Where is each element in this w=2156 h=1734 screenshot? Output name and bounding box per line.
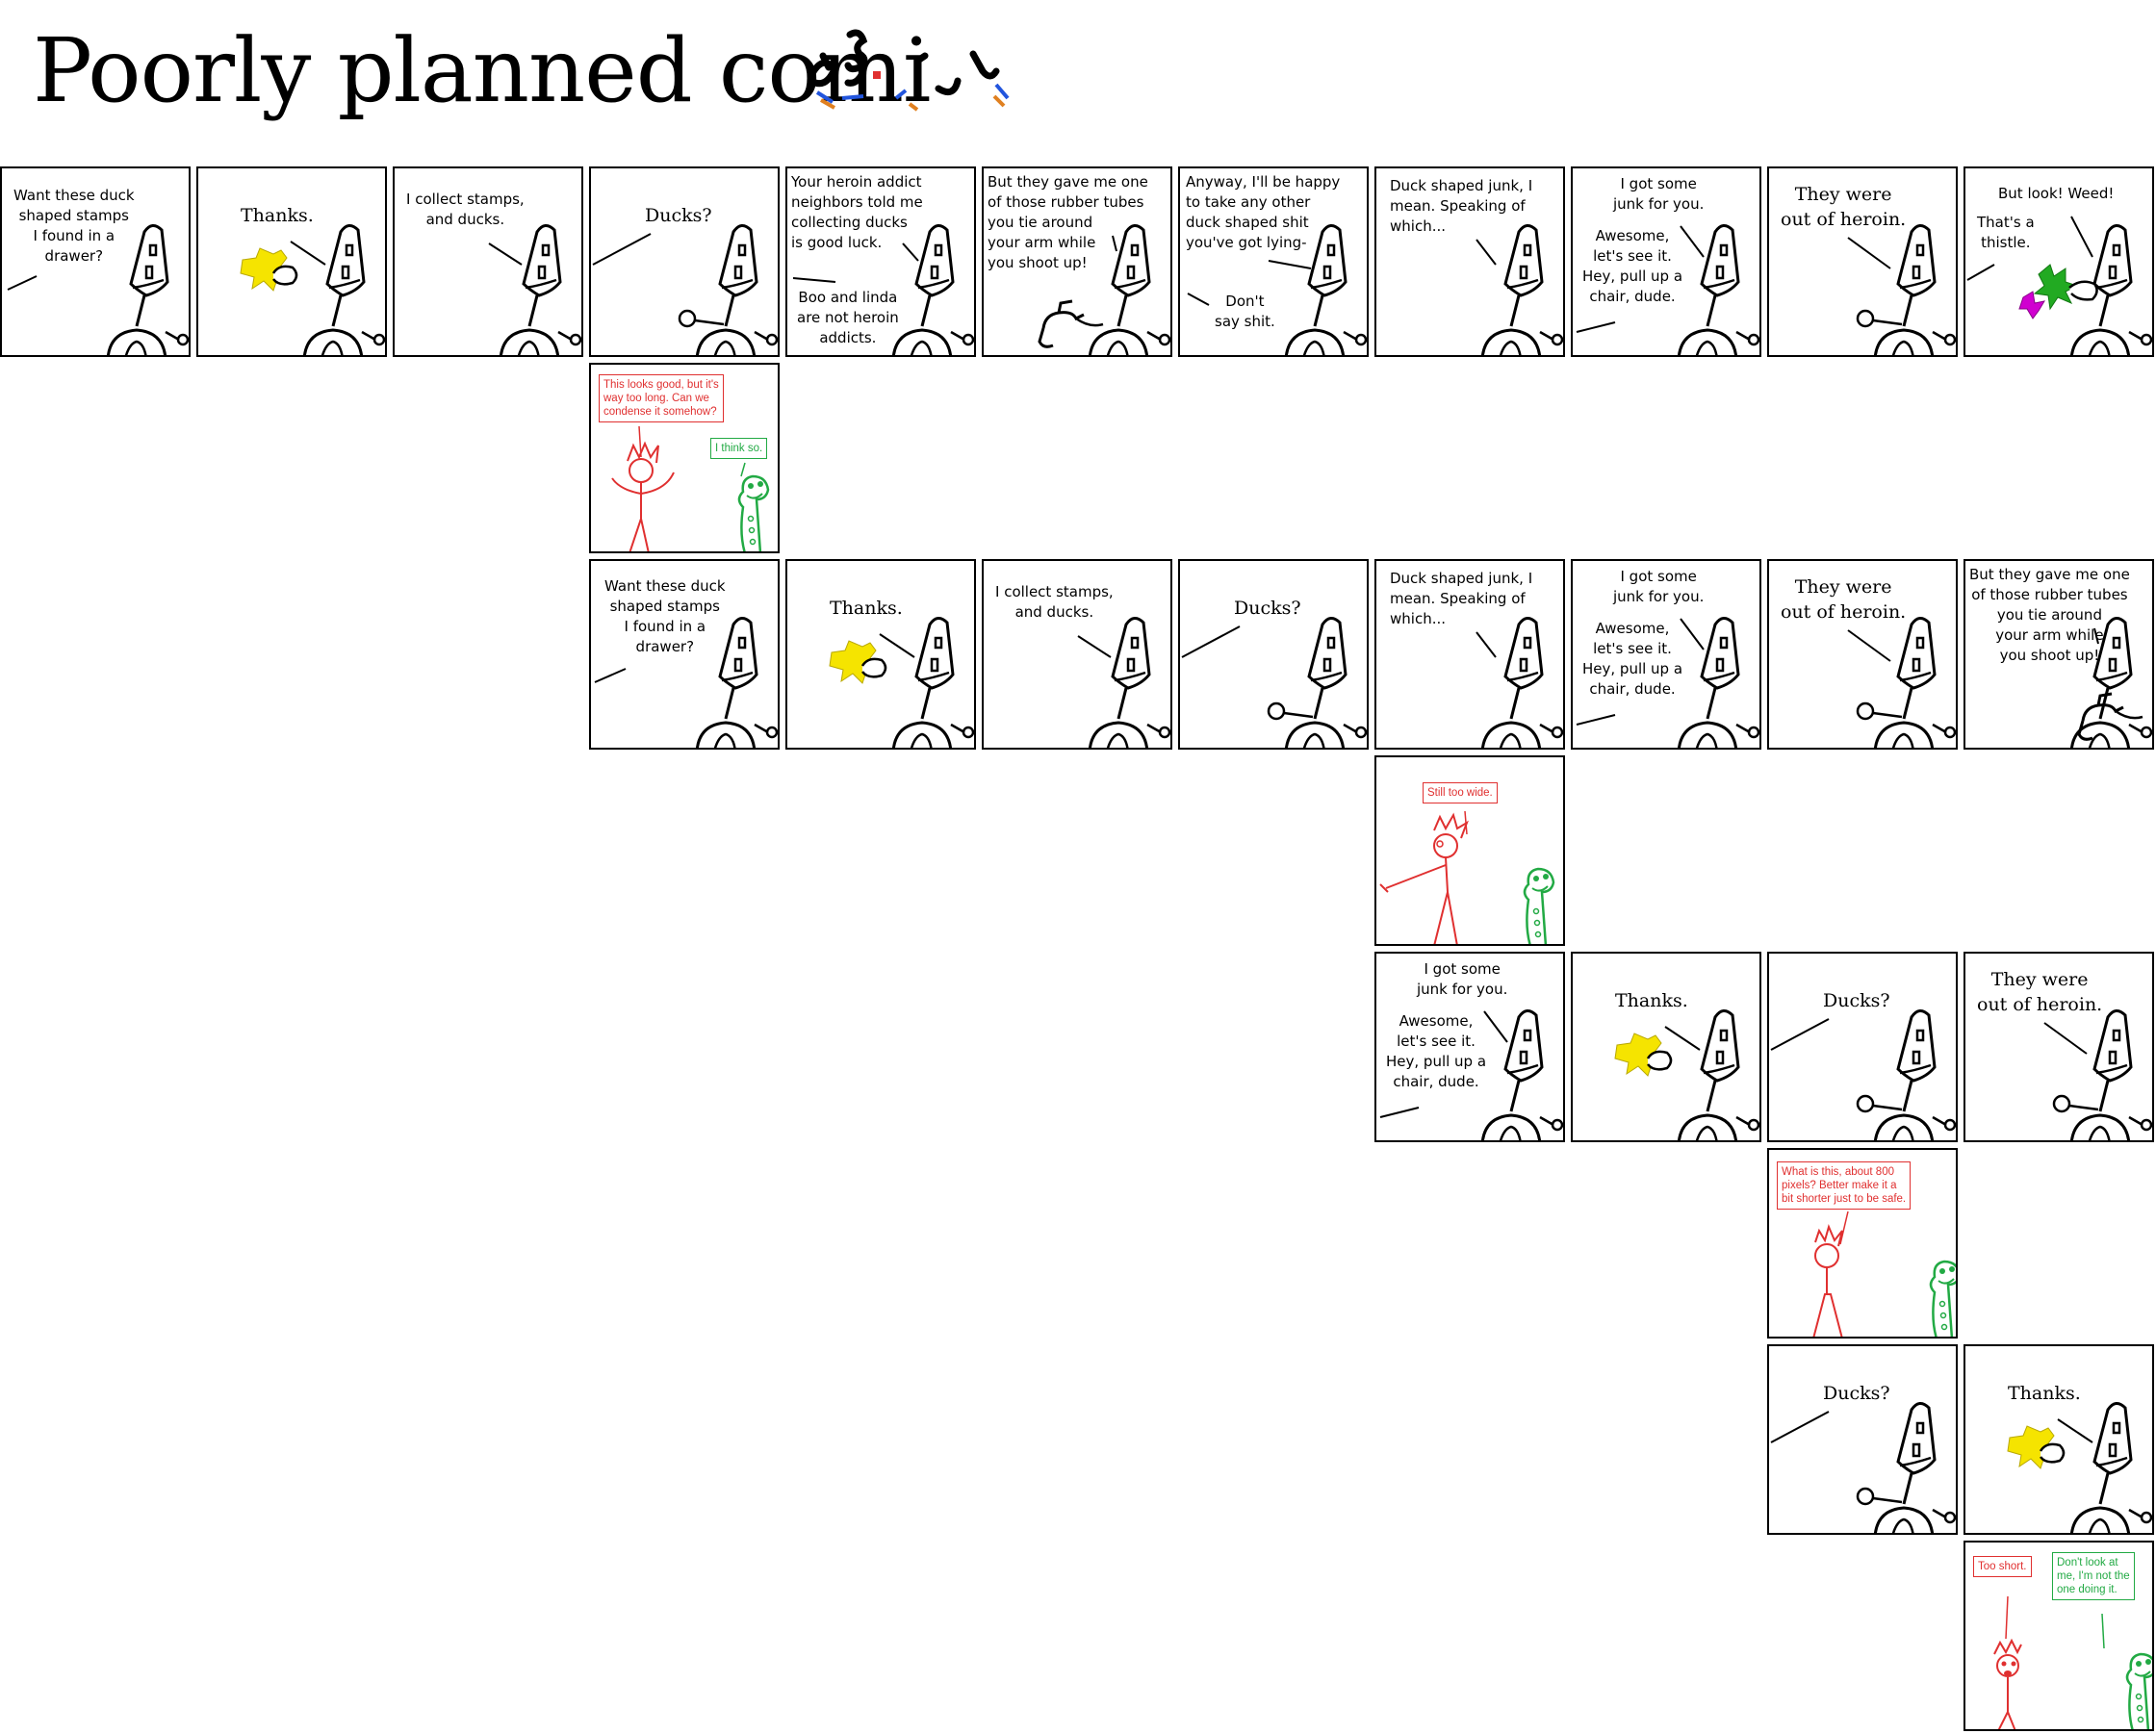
robot-figure — [594, 616, 778, 748]
author-speech-bubble: This looks good, but it's way too long. … — [599, 374, 724, 422]
robot-with-duck — [239, 223, 385, 355]
panel-r1-10-out-heroin: They were out of heroin. — [1767, 166, 1958, 357]
robot-with-thistle — [1966, 216, 2152, 355]
robot-with-duck — [2006, 1401, 2152, 1533]
speech-text: Duck shaped junk, I mean. Speaking of wh… — [1390, 177, 1533, 235]
speech-text: Want these duck shaped stamps I found in… — [13, 187, 135, 265]
panel-r2-5-duck-junk: Duck shaped junk, I mean. Speaking of wh… — [1374, 559, 1565, 750]
panel-r4-1-ducks: Ducks? — [1767, 1344, 1958, 1535]
title-glitch-art — [808, 29, 1010, 112]
panel-r4-2-thanks: Thanks. — [1964, 1344, 2154, 1535]
speech-text-reply: Don't say shit. — [1215, 293, 1275, 330]
speech-text: I collect stamps, and ducks. — [995, 583, 1114, 621]
speech-text: I collect stamps, and ducks. — [406, 191, 525, 228]
robot-figure — [7, 223, 189, 355]
author-and-critic — [1812, 1211, 1956, 1337]
panel-r2-2-thanks: Thanks. — [785, 559, 976, 750]
panel-r3-4-out-heroin: They were out of heroin. — [1964, 952, 2154, 1142]
speech-text: But look! Weed! — [1998, 185, 2115, 202]
author-and-critic — [1379, 810, 1555, 944]
panel-r2-7-out-heroin: They were out of heroin. — [1767, 559, 1958, 750]
panel-r3-1-got-junk: I got some junk for you. Awesome, let's … — [1374, 952, 1565, 1142]
robot-figure — [1476, 616, 1563, 748]
robot-figure — [1379, 1008, 1563, 1140]
robot-figure — [792, 223, 974, 355]
robot-figure — [1181, 561, 1369, 750]
critic-speech-bubble: Don't look at me, I'm not the one doing … — [2052, 1552, 2135, 1600]
robot-figure — [1847, 168, 1958, 357]
panel-r1-11-weed: But look! Weed! That's a thistle. — [1964, 166, 2154, 357]
robot-figure — [1770, 1346, 1958, 1535]
comic-title: Poorly planned comi — [33, 19, 931, 122]
critic-speech-bubble: I think so. — [710, 438, 768, 459]
meta-panel-too-short: Too short. Don't look at me, I'm not the… — [1964, 1541, 2154, 1731]
speech-text: They were out of heroin. — [1977, 969, 2103, 1015]
speech-text-reply: Awesome, let's see it. Hey, pull up a ch… — [1582, 620, 1683, 698]
robot-figure — [488, 223, 581, 355]
panel-r2-4-ducks: Ducks? — [1178, 559, 1369, 750]
speech-text: Anyway, I'll be happy to take any other … — [1186, 173, 1341, 251]
robot-with-tube — [1038, 223, 1170, 355]
speech-text: Ducks? — [1234, 598, 1301, 619]
author-and-critic — [1993, 1595, 2152, 1729]
robot-figure — [1847, 561, 1958, 750]
panel-r2-8-tubes: But they gave me one of those rubber tub… — [1964, 559, 2154, 750]
speech-text: Ducks? — [645, 205, 712, 226]
panel-r1-4-ducks: Ducks? — [589, 166, 780, 357]
robot-figure — [2043, 954, 2154, 1142]
panel-r1-1-want-stamps: Want these duck shaped stamps I found in… — [0, 166, 191, 357]
speech-text-reply: Awesome, let's see it. Hey, pull up a ch… — [1386, 1012, 1487, 1090]
speech-text-reply: Boo and linda are not heroin addicts. — [797, 289, 899, 346]
robot-figure — [1476, 223, 1563, 355]
panel-r1-3-collect: I collect stamps, and ducks. — [393, 166, 583, 357]
meta-panel-pixels: What is this, about 800 pixels? Better m… — [1767, 1148, 1958, 1339]
panel-r2-3-collect: I collect stamps, and ducks. — [982, 559, 1172, 750]
robot-with-duck — [1613, 1008, 1759, 1140]
robot-figure — [1187, 223, 1367, 355]
author-speech-bubble: What is this, about 800 pixels? Better m… — [1777, 1161, 1912, 1210]
panel-r2-1-want-stamps: Want these duck shaped stamps I found in… — [589, 559, 780, 750]
meta-panel-too-wide: Still too wide. — [1374, 755, 1565, 946]
speech-text: Your heroin addict neighbors told me col… — [791, 173, 923, 251]
author-speech-bubble: Still too wide. — [1423, 782, 1498, 803]
speech-text-reply: That's a thistle. — [1977, 214, 2035, 251]
speech-text: Thanks. — [241, 205, 314, 226]
speech-text: Duck shaped junk, I mean. Speaking of wh… — [1390, 570, 1533, 627]
robot-figure — [1770, 954, 1958, 1142]
robot-figure — [1576, 616, 1759, 748]
panel-r2-6-got-junk: I got some junk for you. Awesome, let's … — [1571, 559, 1761, 750]
panel-r1-9-got-junk: I got some junk for you. Awesome, let's … — [1571, 166, 1761, 357]
speech-text-reply: Awesome, let's see it. Hey, pull up a ch… — [1582, 227, 1683, 305]
speech-text: Thanks. — [830, 598, 903, 619]
speech-text: Ducks? — [1823, 1383, 1890, 1404]
speech-text: I got some junk for you. — [1613, 568, 1705, 605]
speech-text: Thanks. — [1615, 990, 1688, 1011]
robot-with-tube — [2069, 616, 2152, 748]
author-and-critic — [611, 425, 770, 551]
robot-figure — [592, 168, 780, 357]
panel-r1-7-anyway: Anyway, I'll be happy to take any other … — [1178, 166, 1369, 357]
panel-r3-2-thanks: Thanks. — [1571, 952, 1761, 1142]
robot-figure — [1077, 616, 1170, 748]
speech-text: Ducks? — [1823, 990, 1890, 1011]
meta-panel-too-long: This looks good, but it's way too long. … — [589, 363, 780, 553]
speech-text: Thanks. — [2008, 1383, 2081, 1404]
speech-text: Want these duck shaped stamps I found in… — [604, 577, 726, 655]
speech-text: But they gave me one of those rubber tub… — [988, 173, 1148, 271]
speech-text: I got some junk for you. — [1613, 175, 1705, 213]
robot-figure — [1576, 223, 1759, 355]
speech-text: I got some junk for you. — [1417, 960, 1508, 998]
panel-r1-8-duck-junk: Duck shaped junk, I mean. Speaking of wh… — [1374, 166, 1565, 357]
speech-text: They were out of heroin. — [1781, 576, 1907, 623]
panel-r1-5-neighbors: Your heroin addict neighbors told me col… — [785, 166, 976, 357]
panel-r3-3-ducks: Ducks? — [1767, 952, 1958, 1142]
author-speech-bubble: Too short. — [1973, 1556, 2032, 1577]
robot-with-duck — [828, 616, 974, 748]
speech-text: They were out of heroin. — [1781, 184, 1907, 230]
panel-r1-6-tubes: But they gave me one of those rubber tub… — [982, 166, 1172, 357]
speech-text: But they gave me one of those rubber tub… — [1969, 566, 2130, 664]
panel-r1-2-thanks: Thanks. — [196, 166, 387, 357]
